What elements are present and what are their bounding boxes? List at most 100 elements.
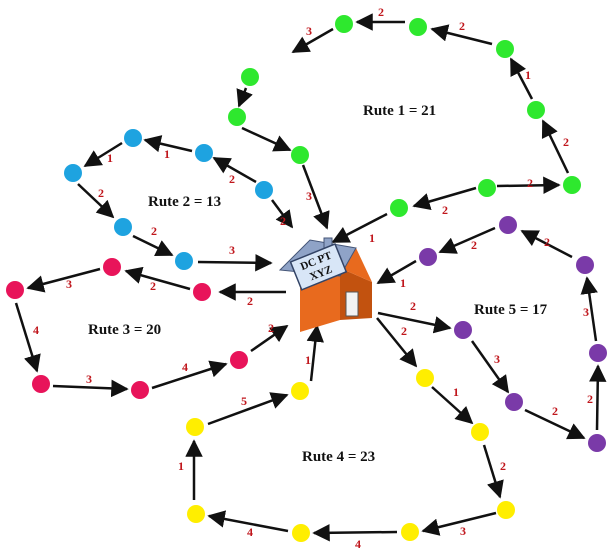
route-3-arrow-4	[14, 302, 41, 373]
route-1-edge-label-5: 2	[563, 135, 569, 149]
route-2-edge-label-2: 2	[229, 172, 235, 186]
route-5-node-1	[454, 321, 472, 339]
route-4-edge-label-2: 1	[453, 385, 459, 399]
route-1-node-1	[291, 146, 309, 164]
route-1-arrow-10	[236, 87, 253, 108]
route-4-edge-label-6: 4	[247, 525, 253, 539]
route-2-edge-label-7: 3	[229, 243, 235, 257]
route-3-edge-label-6: 4	[182, 360, 188, 374]
depot-building: DC PT XYZ	[278, 237, 372, 332]
route-3-arrow-7	[250, 324, 289, 353]
route-2-node-5	[114, 218, 132, 236]
route-1-arrow-7	[430, 24, 493, 46]
route-1-edge-label-3: 2	[442, 203, 448, 217]
route-2-edge-label-6: 2	[151, 224, 157, 238]
route-1-edge-label-7: 2	[459, 19, 465, 33]
route-4-arrow-9	[306, 324, 324, 382]
route-2-node-1	[255, 181, 273, 199]
route-3-edge-label-5: 3	[86, 372, 92, 386]
route-1-node-6	[496, 40, 514, 58]
route-4-node-5	[292, 524, 310, 542]
route-2-node-6	[175, 252, 193, 270]
route-4-edge-label-4: 3	[460, 524, 466, 538]
route-5-edge-label-5: 3	[583, 305, 589, 319]
route-3-node-4	[32, 375, 50, 393]
route-2-arrow-1	[270, 199, 294, 229]
route-1-arrow-4	[496, 176, 561, 195]
route-5-arrow-6	[520, 229, 573, 259]
route-5-node-2	[505, 393, 523, 411]
route-3-edge-label-4: 4	[33, 323, 39, 337]
route-1-arrow-3	[412, 186, 477, 211]
route-1-arrow-5	[541, 119, 570, 174]
route-4-node-2	[471, 423, 489, 441]
route-1-arrow-2	[331, 212, 388, 244]
route-3-arrow-6	[151, 360, 228, 390]
route-4-node-1	[416, 369, 434, 387]
route-3-title: Rute 3 = 20	[88, 322, 161, 338]
route-2-edge-label-5: 2	[98, 186, 104, 200]
depot-gable	[340, 248, 372, 282]
route-4-title: Rute 4 = 23	[302, 449, 375, 465]
route-2-title: Rute 2 = 13	[148, 194, 221, 210]
route-5-edge-label-8: 1	[400, 276, 406, 290]
route-4-arrow-4	[421, 511, 497, 536]
route-2-node-3	[124, 129, 142, 147]
route-1-arrow-9	[291, 27, 334, 54]
route-1-edge-label-4: 2	[527, 176, 533, 190]
route-5-arrow-1	[377, 311, 452, 334]
route-1-edge-label-8: 2	[378, 5, 384, 19]
route-1-edge-label-9: 3	[306, 24, 312, 38]
route-3-node-2	[103, 258, 121, 276]
route-2-arrow-2	[212, 156, 257, 184]
route-5-arrow-7	[438, 226, 496, 254]
route-5-node-3	[588, 434, 606, 452]
route-4-edge-label-5: 4	[355, 537, 361, 549]
route-3-edge-label-7: 2	[268, 321, 274, 335]
route-4-node-4	[401, 523, 419, 541]
route-5-title: Rute 5 = 17	[474, 302, 548, 318]
route-3-node-1	[193, 283, 211, 301]
route-1-node-4	[335, 15, 353, 33]
route-2-edge-label-4: 1	[107, 151, 113, 165]
route-2-edge-label-1: 2	[280, 214, 286, 228]
route-3-edge-label-2: 2	[150, 279, 156, 293]
route-4-node-3	[497, 501, 515, 519]
route-3-edge-label-1: 2	[247, 294, 253, 308]
route-1-node-2	[228, 108, 246, 126]
depot-door	[345, 291, 359, 317]
route-4-arrow-6	[207, 510, 289, 533]
route-1-edge-label-2: 1	[369, 231, 375, 245]
route-2-arrow-5	[77, 183, 115, 219]
route-5-edge-label-6: 2	[544, 235, 550, 249]
route-5-arrow-5	[580, 276, 598, 342]
route-1-node-8	[563, 176, 581, 194]
route-2-arrow-3	[143, 135, 193, 153]
route-4-arrow-5	[312, 524, 398, 542]
route-5-arrow-8	[376, 259, 417, 285]
route-3-arrow-5	[52, 379, 129, 398]
route-2-arrow-6	[132, 234, 174, 257]
route-5-arrow-2	[470, 340, 510, 394]
route-5-node-6	[499, 216, 517, 234]
nodes-layer	[6, 15, 607, 542]
route-5-edge-label-1: 2	[410, 299, 416, 313]
route-5-node-4	[589, 344, 607, 362]
route-4-node-8	[291, 382, 309, 400]
route-2-node-2	[195, 144, 213, 162]
route-4-arrow-1	[376, 317, 418, 368]
route-4-arrow-3	[482, 444, 504, 499]
route-5-edge-label-7: 2	[471, 238, 477, 252]
route-5-node-7	[419, 248, 437, 266]
route-1-arrow-11	[241, 126, 292, 152]
route-5-edge-label-2: 3	[494, 352, 500, 366]
route-3-arrow-2	[124, 266, 191, 291]
route-4-edge-label-3: 2	[500, 459, 506, 473]
route-2-node-4	[64, 164, 82, 182]
route-4-edge-label-8: 5	[241, 394, 247, 408]
route-2-arrow-7	[197, 254, 273, 272]
route-2-edge-label-3: 1	[164, 147, 170, 161]
route-1-node-9	[478, 179, 496, 197]
